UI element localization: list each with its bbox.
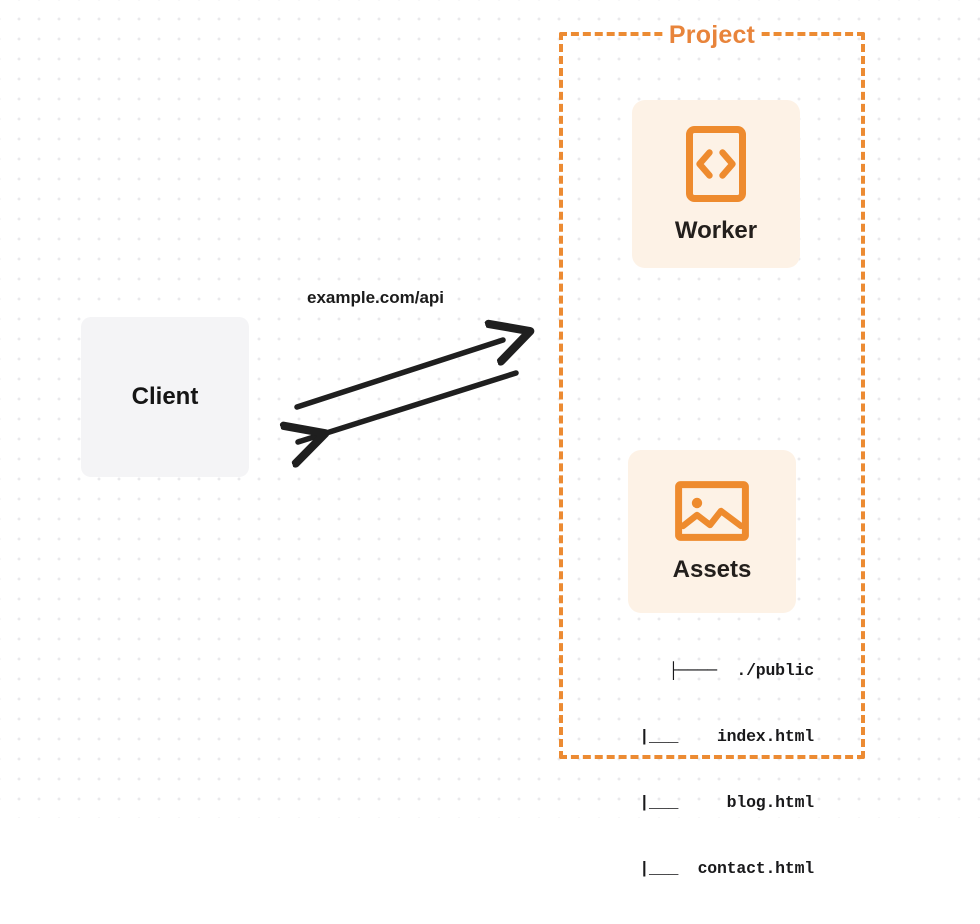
- client-label: Client: [131, 383, 199, 410]
- worker-node[interactable]: Worker: [632, 100, 800, 268]
- file-tree-row: |___ contact.html: [639, 859, 814, 878]
- project-group-label-text: Project: [663, 21, 761, 49]
- file-tree-row: ├──── ./public: [668, 661, 814, 680]
- assets-label: Assets: [672, 556, 752, 583]
- request-arrow: [294, 340, 503, 410]
- client-node[interactable]: Client: [81, 317, 249, 477]
- assets-node[interactable]: Assets: [628, 450, 796, 613]
- connection-url-label: example.com/api: [307, 288, 445, 307]
- assets-file-tree: ├──── ./public |___ index.html |___ blog…: [604, 616, 814, 924]
- worker-label: Worker: [674, 216, 758, 244]
- diagram-canvas: Client example.com/api Project Worker: [0, 0, 980, 878]
- response-arrow: [298, 370, 519, 442]
- image-picture-icon: [675, 481, 749, 546]
- file-tree-row: |___ blog.html: [639, 793, 814, 812]
- file-tree-row: |___ index.html: [639, 727, 814, 746]
- project-group-label: Project: [563, 21, 861, 50]
- code-brackets-icon: [686, 125, 746, 207]
